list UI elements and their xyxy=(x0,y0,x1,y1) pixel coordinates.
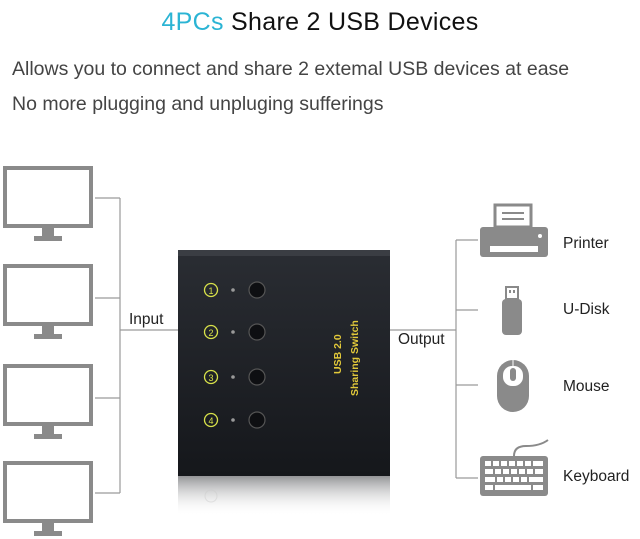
device-label-printer: Printer xyxy=(563,235,609,252)
output-lines xyxy=(390,239,478,479)
port-row-3 xyxy=(203,368,266,386)
keyboard-icon xyxy=(480,439,549,496)
port-number-3: 3 xyxy=(208,373,213,383)
device-label-udisk: U-Disk xyxy=(563,301,610,318)
output-label: Output xyxy=(398,331,445,348)
title-rest: Share 2 USB Devices xyxy=(223,8,479,36)
description-line-2: No more plugging and unpluging suffering… xyxy=(12,93,384,115)
page-title: 4PCs Share 2 USB Devices xyxy=(0,8,640,37)
input-label: Input xyxy=(129,311,164,328)
monitor-icon xyxy=(3,166,93,241)
description-line-1: Allows you to connect and share 2 extema… xyxy=(12,58,570,80)
printer-icon xyxy=(480,203,548,257)
title-accent: 4PCs xyxy=(161,8,224,36)
port-number-1: 1 xyxy=(208,286,213,296)
port-number-2: 2 xyxy=(208,328,213,338)
port-row-4 xyxy=(203,411,266,429)
usb-sharing-switch xyxy=(178,250,390,516)
switch-label-sharing: Sharing Switch xyxy=(349,320,361,396)
port-number-4: 4 xyxy=(208,416,213,426)
monitor-icon xyxy=(3,364,93,439)
device-label-keyboard: Keyboard xyxy=(563,468,630,485)
port-row-2 xyxy=(203,323,266,341)
monitor-icon xyxy=(3,264,93,339)
switch-label-usb: USB 2.0 xyxy=(332,334,344,374)
input-lines xyxy=(95,197,178,494)
usb-drive-icon xyxy=(502,286,522,335)
port-row-1 xyxy=(203,281,266,299)
monitor-icon xyxy=(3,461,93,536)
device-label-mouse: Mouse xyxy=(563,378,610,395)
mouse-icon xyxy=(497,360,529,412)
